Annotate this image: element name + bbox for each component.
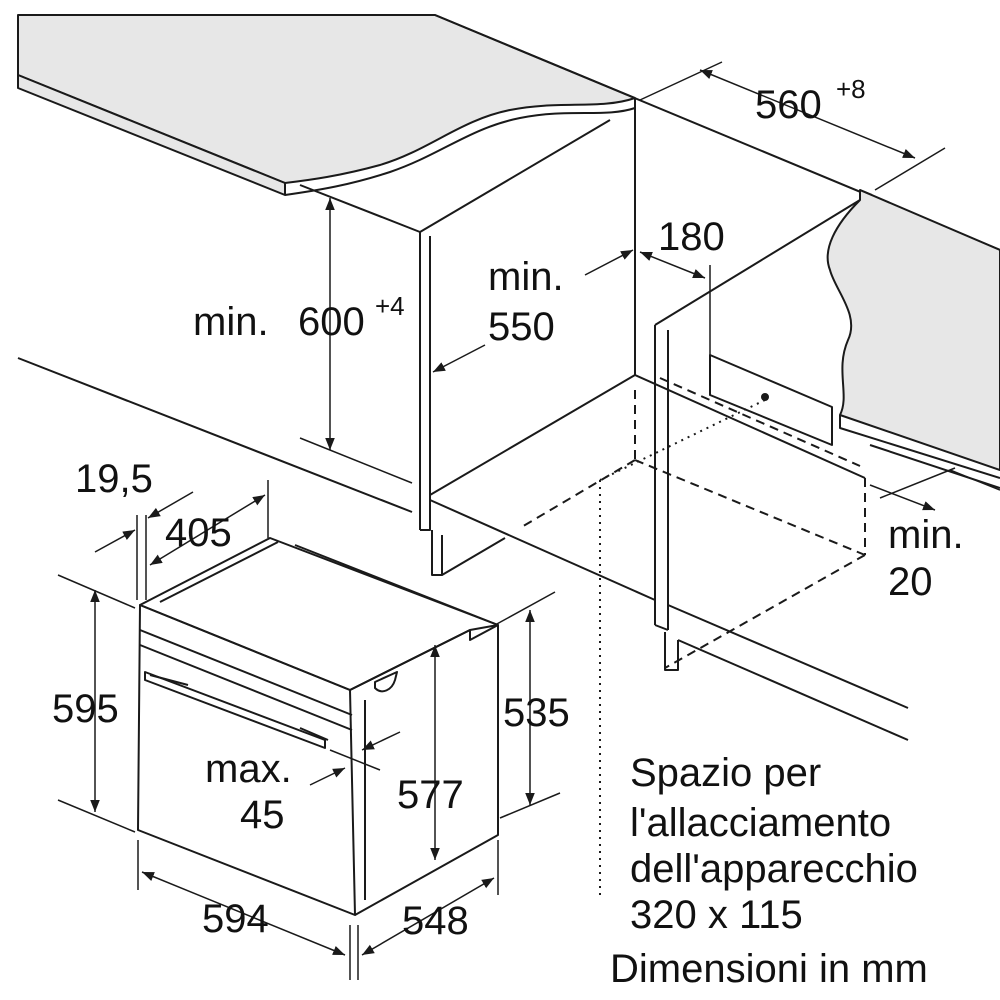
dim-560-value: 560 [755, 83, 822, 127]
dim-550-line2: 550 [488, 305, 555, 349]
floor-line-right [667, 604, 909, 709]
niche-cavity [519, 374, 866, 669]
connection-note-line1: Spazio per [630, 751, 821, 795]
dim-548-value: 548 [402, 899, 469, 943]
dim-600-prefix: min. [193, 300, 269, 344]
connection-note-line2: l'allacciamento [630, 801, 891, 845]
dim-600-tolerance: +4 [375, 291, 405, 321]
oven-appliance [137, 537, 499, 916]
dim-550-line1: min. [488, 255, 564, 299]
dim-560-tolerance: +8 [836, 74, 866, 104]
dim-405-value: 405 [165, 511, 232, 555]
connection-space-box [599, 354, 833, 900]
dim-20-line1: min. [888, 513, 964, 557]
cabinet-right [654, 189, 1000, 741]
floor-line [17, 357, 413, 513]
dim-595-value: 595 [52, 687, 119, 731]
dim-45-line2: 45 [240, 793, 285, 837]
dim-535-value: 535 [503, 691, 570, 735]
dim-600-value: 600 [298, 300, 365, 344]
dim-45-line1: max. [205, 747, 292, 791]
dim-594-value: 594 [202, 897, 269, 941]
connection-note-line3: dell'apparecchio [630, 847, 918, 891]
dim-577-value: 577 [397, 773, 464, 817]
connection-note: Spazio per l'allacciamento dell'apparecc… [630, 751, 918, 937]
units-note: Dimensioni in mm [610, 947, 928, 991]
dim-180-value: 180 [658, 215, 725, 259]
dimension-lines [57, 61, 1000, 980]
connection-note-line4: 320 x 115 [630, 893, 803, 937]
dim-19-5-value: 19,5 [75, 457, 153, 501]
cabinet-left [299, 108, 656, 601]
dim-20-line2: 20 [888, 560, 933, 604]
